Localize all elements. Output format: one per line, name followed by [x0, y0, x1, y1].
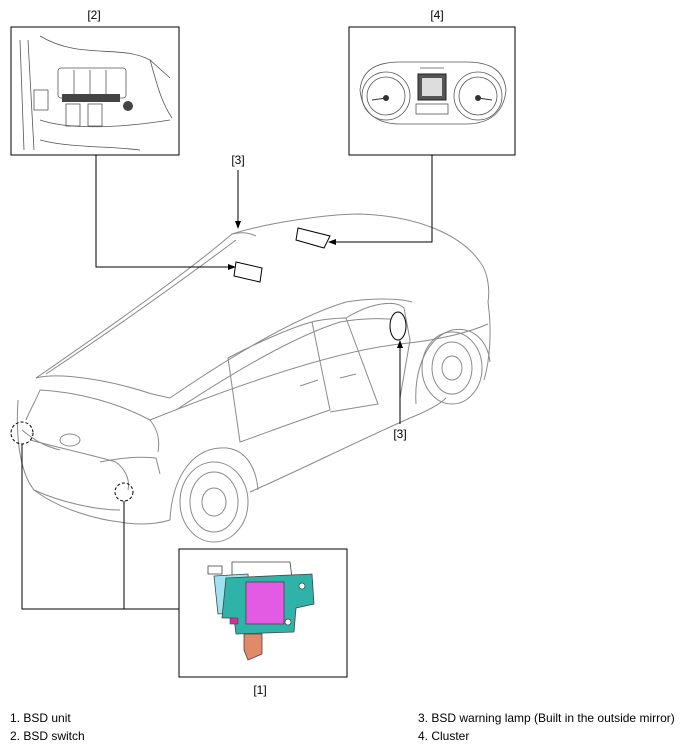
leader-lines	[21, 155, 433, 610]
bsd-unit-illustration	[207, 561, 315, 661]
legend-item-bsd-warning-lamp: 3. BSD warning lamp (Built in the outsid…	[418, 711, 675, 725]
bsd-unit-body	[245, 581, 285, 625]
callout-3-mirror: [3]	[393, 427, 406, 441]
bsd-unit-left-marker	[10, 421, 34, 445]
cluster-marker	[295, 227, 331, 249]
cluster-detail-box	[348, 26, 516, 156]
component-markers	[10, 227, 407, 502]
bsd-unit-tab	[243, 633, 263, 661]
bsd-unit-detail-box	[178, 548, 348, 678]
bsd-switch-marker	[233, 261, 263, 283]
bsd-switch-detail-box	[10, 26, 180, 156]
bsd-switch-illustration	[19, 35, 173, 151]
legend-item-bsd-unit: 1. BSD unit	[10, 711, 71, 725]
vehicle-illustration	[16, 213, 491, 543]
legend-item-cluster: 4. Cluster	[418, 729, 470, 743]
callout-4: [4]	[430, 8, 443, 22]
callout-2: [2]	[87, 8, 100, 22]
bsd-unit-right-marker	[114, 482, 134, 502]
legend-item-bsd-switch: 2. BSD switch	[10, 729, 85, 743]
outside-mirror-marker	[389, 311, 407, 341]
cluster-illustration	[359, 61, 507, 125]
callout-1: [1]	[253, 683, 266, 697]
callout-3-top: [3]	[231, 153, 244, 167]
